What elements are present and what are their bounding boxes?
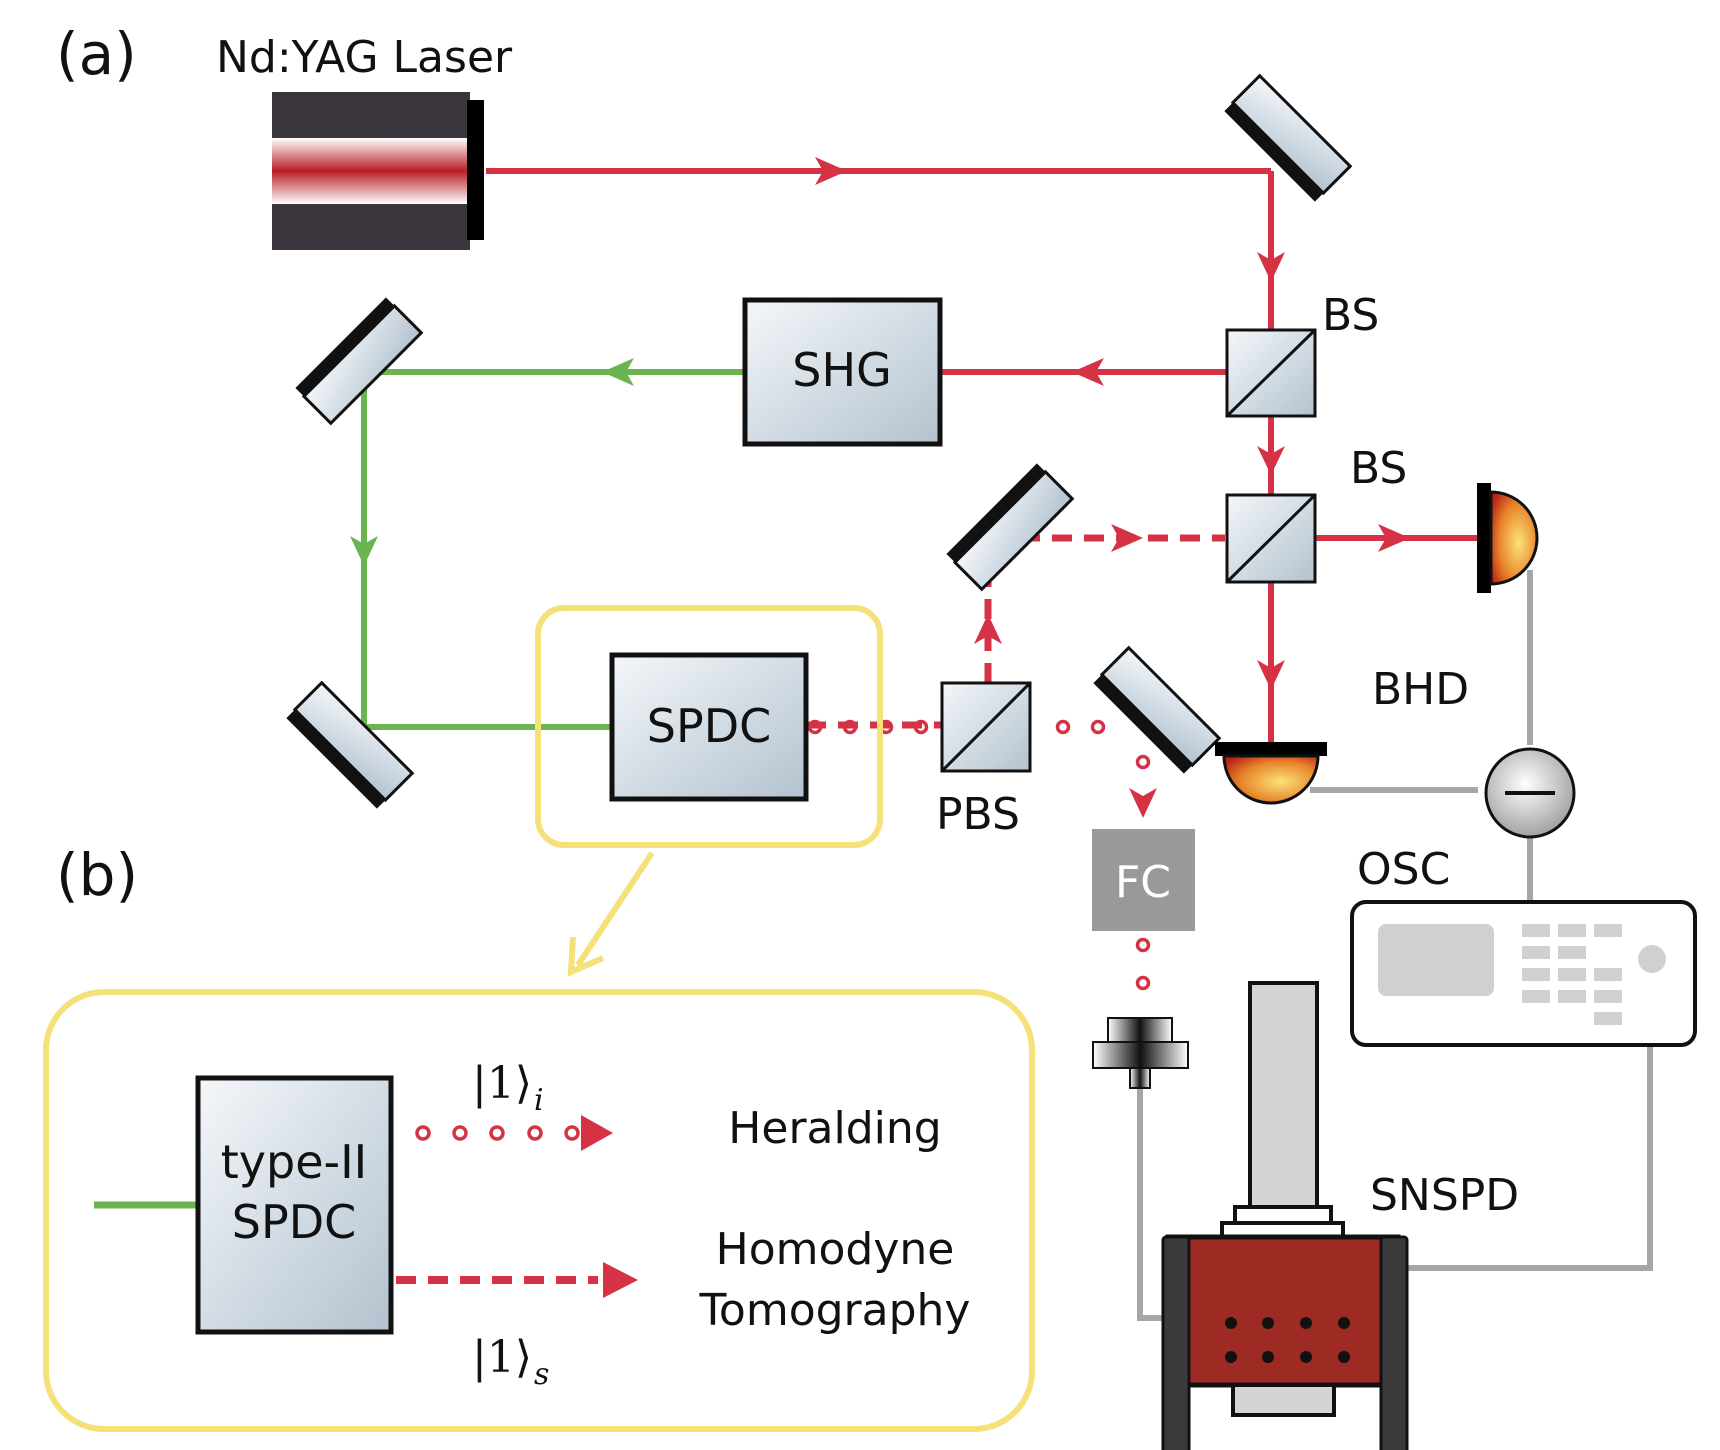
homodyne-label-line2: Tomography xyxy=(699,1285,971,1336)
arrowhead-dashed-up xyxy=(974,614,1002,644)
idler-dot xyxy=(1135,975,1151,991)
callout-line xyxy=(575,851,655,967)
oscilloscope-buttons xyxy=(1522,924,1666,1025)
snspd-cryostat xyxy=(1161,981,1409,1450)
homodyne-label-line1: Homodyne xyxy=(716,1224,955,1275)
arrowhead-detector2 xyxy=(1257,660,1285,690)
mirror-top-left xyxy=(295,297,424,426)
spdc-label: SPDC xyxy=(647,699,771,753)
idler-state-label: |1⟩i xyxy=(472,1058,544,1118)
bs2-label: BS xyxy=(1350,443,1407,494)
beam-splitter-2 xyxy=(1225,493,1317,584)
inset-crystal-box xyxy=(195,1075,394,1335)
red-arrowheads xyxy=(815,157,1410,690)
inset-idler-arrowhead xyxy=(581,1115,613,1151)
photodetector-2 xyxy=(1215,742,1327,805)
fc-box xyxy=(1092,829,1195,931)
mirror-bottom-left xyxy=(286,680,415,809)
oscilloscope xyxy=(1350,900,1697,1047)
arrowhead-green-left xyxy=(602,358,634,386)
snspd-label: SNSPD xyxy=(1370,1170,1519,1221)
arrowhead-dashed-right xyxy=(1111,524,1143,552)
arrowhead-green-down xyxy=(350,536,378,566)
inset-idler-dot xyxy=(415,1125,431,1141)
callout-arrowhead xyxy=(567,936,605,977)
inset-signal-arrowhead xyxy=(603,1262,638,1298)
arrowhead-to-fc xyxy=(1129,788,1157,818)
idler-dot xyxy=(1135,937,1151,953)
pbs-label: PBS xyxy=(936,789,1020,840)
spdc-box xyxy=(609,652,809,802)
laser-head xyxy=(272,92,484,250)
bs1-label: BS xyxy=(1322,290,1379,341)
idler-dot xyxy=(1055,719,1071,735)
polarizing-beam-splitter xyxy=(940,681,1032,773)
arrowhead-down-bs1 xyxy=(1257,252,1285,282)
signal-arrowheads xyxy=(974,524,1143,644)
cable-osc-snspd xyxy=(1405,1045,1653,1271)
signal-state-label: |1⟩s xyxy=(472,1332,549,1392)
arrowhead-shg xyxy=(1072,358,1104,386)
idler-path xyxy=(807,719,1151,991)
fc-label: FC xyxy=(1115,857,1171,908)
idler-dot xyxy=(842,719,858,735)
subtractor-icon xyxy=(1484,747,1576,839)
photodetector-1 xyxy=(1477,483,1539,593)
spdc-highlight xyxy=(535,605,883,848)
inset-idler-dot xyxy=(564,1125,580,1141)
idler-dot xyxy=(913,719,929,735)
idler-dot xyxy=(1090,719,1106,735)
laser-label: Nd:YAG Laser xyxy=(216,32,513,83)
oscilloscope-screen xyxy=(1378,924,1494,996)
idler-dot xyxy=(807,719,823,735)
heralding-label: Heralding xyxy=(728,1103,941,1154)
inset-crystal-label-line2: SPDC xyxy=(232,1195,356,1249)
shg-box xyxy=(742,297,943,447)
green-arrowheads xyxy=(350,358,634,566)
arrowhead-detector1 xyxy=(1378,524,1410,552)
panel-b-label: (b) xyxy=(56,841,138,909)
shg-label: SHG xyxy=(792,343,891,397)
inset-crystal-label-line1: type-II xyxy=(221,1135,368,1189)
idler-dot xyxy=(1135,754,1151,770)
mirror-top-right xyxy=(1224,73,1353,202)
arrowhead-down-bs2 xyxy=(1257,446,1285,475)
panel-a-label: (a) xyxy=(56,20,137,88)
inset-idler-dot xyxy=(527,1125,543,1141)
beam-splitter-1 xyxy=(1225,328,1317,418)
fiber-coupler xyxy=(1092,1017,1189,1089)
mirror-idler xyxy=(1093,645,1222,774)
osc-label: OSC xyxy=(1357,844,1450,895)
mirror-signal xyxy=(946,463,1075,592)
inset-idler-dot xyxy=(489,1125,505,1141)
bhd-label: BHD xyxy=(1372,664,1469,715)
inset-frame xyxy=(43,989,1035,1432)
inset-idler-dot xyxy=(452,1125,468,1141)
inset-idler-path xyxy=(415,1125,580,1141)
arrowhead-laser xyxy=(815,157,847,185)
snspd-dots xyxy=(1225,1317,1350,1363)
